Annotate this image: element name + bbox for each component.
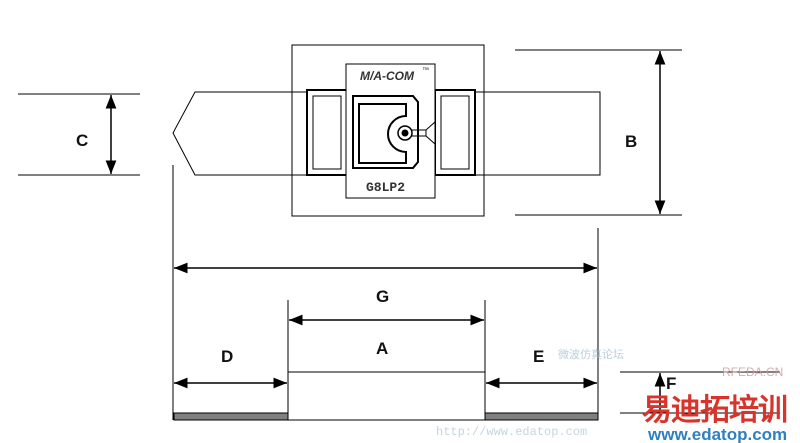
- label-e: E: [533, 347, 544, 366]
- die-frame: [352, 95, 419, 169]
- chip-part-number: G8LP2: [366, 180, 405, 195]
- trademark: ™: [422, 67, 429, 74]
- die-cavity: [358, 103, 407, 164]
- package-body-side: [287, 371, 486, 421]
- label-a: A: [376, 339, 388, 358]
- right-lead-side: [484, 412, 599, 421]
- left-lead-side: [173, 412, 289, 421]
- lead-top-view: [172, 91, 601, 176]
- label-d: D: [221, 347, 233, 366]
- label-g: G: [376, 287, 389, 306]
- label-c: C: [76, 131, 88, 150]
- label-f: F: [666, 374, 676, 393]
- label-b: B: [625, 132, 637, 151]
- chip-brand-logo: M/A-COM: [360, 69, 415, 83]
